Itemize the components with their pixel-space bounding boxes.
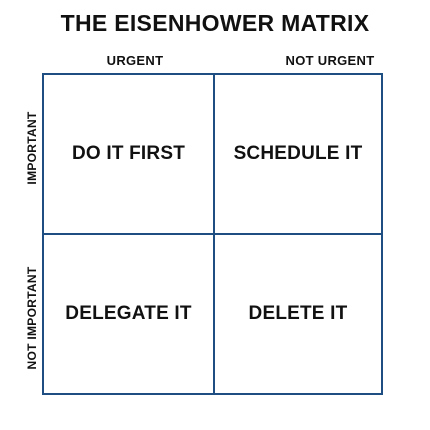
quadrant-label: DELETE IT bbox=[248, 303, 348, 324]
column-label-urgent: URGENT bbox=[106, 53, 164, 68]
matrix-title: THE EISENHOWER MATRIX bbox=[60, 10, 370, 36]
quadrant-delete-it: DELETE IT bbox=[215, 235, 381, 393]
column-label-not-urgent: NOT URGENT bbox=[285, 53, 375, 68]
row-label-important: IMPORTANT bbox=[25, 111, 39, 185]
quadrant-schedule-it: SCHEDULE IT bbox=[215, 75, 381, 233]
row-label-not-important: NOT IMPORTANT bbox=[25, 266, 39, 370]
quadrant-delegate-it: DELEGATE IT bbox=[44, 235, 213, 393]
quadrant-do-it-first: DO IT FIRST bbox=[44, 75, 213, 233]
matrix-horizontal-divider bbox=[42, 233, 383, 235]
quadrant-label: DELEGATE IT bbox=[65, 303, 192, 324]
quadrant-label: SCHEDULE IT bbox=[233, 143, 363, 164]
quadrant-label: DO IT FIRST bbox=[71, 143, 186, 164]
